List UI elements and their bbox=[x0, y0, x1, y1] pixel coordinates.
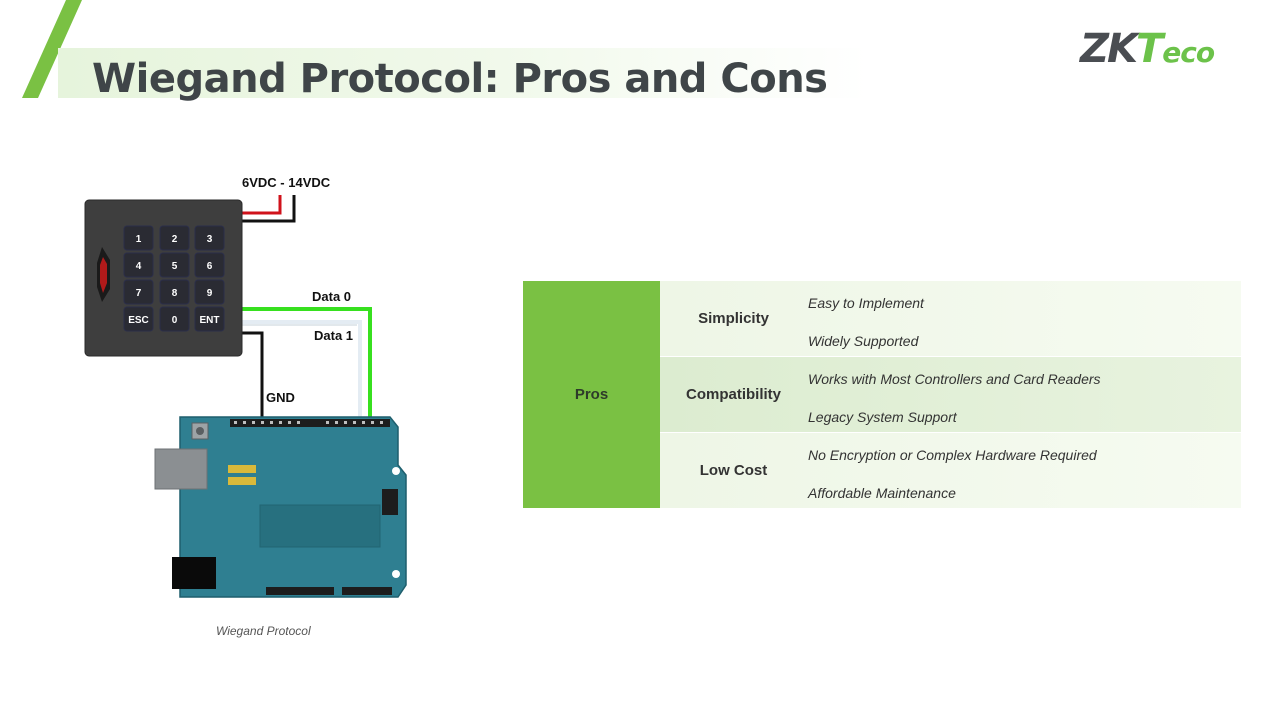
data0-wire bbox=[242, 307, 372, 427]
wiegand-wiring-diagram: 6VDC - 14VDC Data 0 Data 1 GND 1 2 3 4 5… bbox=[84, 175, 407, 598]
logo-zk: ZK bbox=[1080, 26, 1138, 72]
table-row: Compatibility Works with Most Controller… bbox=[660, 357, 1241, 432]
key-3 bbox=[194, 225, 225, 251]
key-1 bbox=[123, 225, 154, 251]
key-7 bbox=[123, 279, 154, 305]
power-wire-red bbox=[242, 195, 282, 215]
gnd-label: GND bbox=[266, 390, 295, 405]
key-esc bbox=[123, 306, 154, 332]
key-9 bbox=[194, 279, 225, 305]
pros-table: Pros Simplicity Easy to Implement Widely… bbox=[523, 281, 1241, 508]
digital-header bbox=[230, 419, 390, 427]
icsp-header bbox=[382, 489, 398, 515]
row-category: Compatibility bbox=[685, 386, 781, 403]
svg-text:7: 7 bbox=[136, 288, 142, 299]
row-category: Low Cost bbox=[699, 462, 768, 479]
row-category: Simplicity bbox=[698, 310, 769, 327]
arduino-board bbox=[154, 416, 407, 598]
key-2 bbox=[159, 225, 190, 251]
svg-text:0: 0 bbox=[172, 315, 178, 326]
table-row: Low Cost No Encryption or Complex Hardwa… bbox=[660, 433, 1241, 508]
row-item: Affordable Maintenance bbox=[808, 485, 956, 501]
svg-text:3: 3 bbox=[207, 234, 213, 245]
accent-slash bbox=[22, 0, 82, 98]
logo-eco: eco bbox=[1162, 36, 1215, 69]
data1-label: Data 1 bbox=[314, 328, 353, 343]
row-item: Easy to Implement bbox=[808, 295, 924, 311]
row-item: Legacy System Support bbox=[808, 409, 957, 425]
svg-text:ESC: ESC bbox=[128, 315, 149, 326]
keypad-grid: 1 2 3 4 5 6 7 8 9 ESC 0 ENT bbox=[123, 225, 225, 332]
svg-text:6: 6 bbox=[207, 261, 213, 272]
logo-t: T bbox=[1136, 26, 1163, 72]
svg-text:1: 1 bbox=[136, 234, 142, 245]
table-row: Simplicity Easy to Implement Widely Supp… bbox=[660, 281, 1241, 356]
power-label: 6VDC - 14VDC bbox=[242, 175, 331, 190]
key-0 bbox=[159, 306, 190, 332]
analog-header bbox=[342, 587, 392, 595]
pros-label: Pros bbox=[574, 386, 609, 403]
row-item: No Encryption or Complex Hardware Requir… bbox=[808, 447, 1097, 463]
main-chip bbox=[259, 504, 381, 548]
row-item: Works with Most Controllers and Card Rea… bbox=[808, 371, 1101, 387]
power-wire-black bbox=[242, 195, 296, 223]
pros-header-cell: Pros bbox=[523, 281, 660, 508]
key-4 bbox=[123, 252, 154, 278]
svg-text:8: 8 bbox=[172, 288, 178, 299]
usb-port bbox=[154, 448, 208, 490]
svg-text:9: 9 bbox=[207, 288, 213, 299]
svg-text:4: 4 bbox=[136, 261, 142, 272]
gnd-wire bbox=[242, 331, 264, 427]
title-band bbox=[58, 48, 868, 98]
row-item: Widely Supported bbox=[808, 333, 919, 349]
key-5 bbox=[159, 252, 190, 278]
power-jack bbox=[172, 557, 216, 589]
key-6 bbox=[194, 252, 225, 278]
power-header bbox=[266, 587, 334, 595]
svg-text:5: 5 bbox=[172, 261, 178, 272]
data1-wire bbox=[242, 320, 362, 427]
diagram-caption: Wiegand Protocol bbox=[216, 624, 311, 638]
key-ent bbox=[194, 306, 225, 332]
zkteco-logo: ZKTeco bbox=[1080, 26, 1215, 72]
svg-text:ENT: ENT bbox=[200, 315, 220, 326]
data0-label: Data 0 bbox=[312, 289, 351, 304]
key-8 bbox=[159, 279, 190, 305]
page-title: Wiegand Protocol: Pros and Cons bbox=[92, 56, 828, 102]
svg-text:2: 2 bbox=[172, 234, 178, 245]
